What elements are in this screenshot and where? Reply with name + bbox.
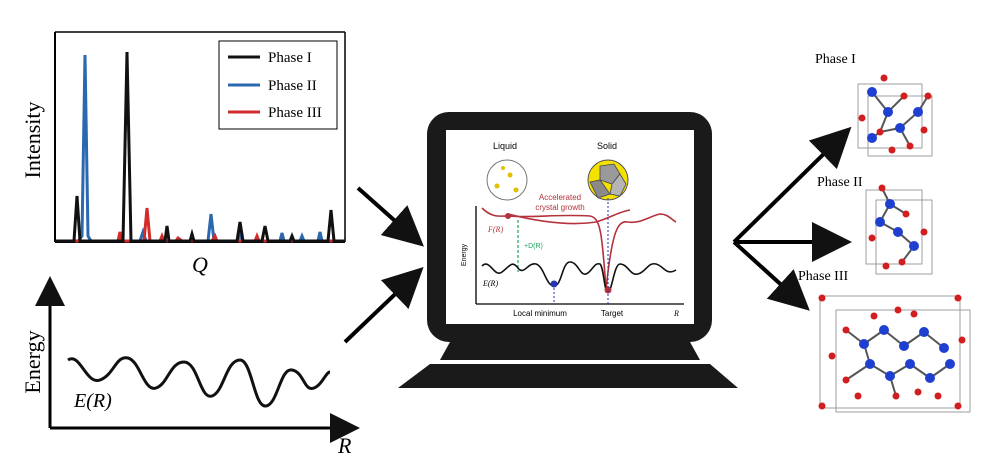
liquid-particle	[507, 172, 513, 178]
legend-label-phase3: Phase III	[268, 105, 322, 121]
landscape-curve-label: E(R)	[73, 390, 112, 412]
monitor-base	[398, 364, 738, 388]
phase3-label: Phase III	[798, 269, 848, 284]
phase3-structure: Phase III	[798, 269, 971, 413]
landscape-y-label: Energy	[20, 330, 45, 393]
screen-target-label: Target	[601, 309, 624, 318]
unit-cell-back	[835, 309, 971, 413]
xrd-legend-box	[218, 40, 338, 130]
landscape-curve	[67, 356, 331, 408]
screen-r-label: R	[673, 309, 679, 318]
screen-liquid-label: Liquid	[493, 141, 517, 151]
screen-annotation-line2: crystal growth	[535, 203, 584, 212]
screen-solid-label: Solid	[597, 141, 617, 151]
phase2-structure: Phase II	[817, 175, 933, 275]
free-energy-curve-upper	[507, 209, 631, 225]
unit-cell	[865, 189, 923, 265]
xrd-y-label: Intensity	[20, 102, 45, 179]
unit-cell	[819, 295, 961, 409]
arrow-to-phase1	[732, 126, 852, 244]
phase1-structure: Phase I	[815, 52, 933, 157]
screen-f-label: F(R)	[487, 225, 503, 234]
xrd-x-label: Q	[192, 252, 208, 277]
unit-cell-back	[875, 199, 933, 275]
liquid-particle	[513, 187, 519, 193]
liquid-circle	[486, 159, 528, 201]
energy-curve	[481, 261, 677, 293]
arrow-landscape-to-computer	[343, 266, 424, 344]
screen-annotation-line1: Accelerated	[539, 193, 581, 202]
unit-cell-back	[867, 95, 933, 157]
solid-grain	[609, 173, 627, 197]
arrow-xrd-to-computer	[356, 186, 424, 247]
monitor-neck	[440, 342, 700, 360]
local-minimum-marker	[550, 280, 558, 288]
liquid-particle	[494, 183, 500, 189]
landscape-x-label: R	[337, 433, 352, 458]
landscape-panel: Energy E(R) R	[20, 276, 360, 458]
screen-local-minimum-label: Local minimum	[513, 309, 567, 318]
solid-grain	[589, 179, 611, 199]
xrd-panel: Phase I Phase II Phase III Intensity Q	[20, 31, 346, 277]
xrd-series-phase1	[55, 51, 345, 243]
phase1-label: Phase I	[815, 52, 856, 67]
screen-d-label: +D(R)	[524, 243, 543, 250]
monitor-screen	[446, 130, 694, 324]
screen-energy-label: Energy	[461, 243, 468, 266]
legend-label-phase1: Phase I	[268, 50, 312, 66]
computer: Liquid Solid Accelerated crystal growth …	[398, 112, 738, 388]
phase2-label: Phase II	[817, 175, 863, 190]
screen-e-label: E(R)	[482, 279, 498, 288]
state-point-marker	[505, 213, 511, 219]
arrow-to-phase3	[732, 240, 810, 311]
legend-label-phase2: Phase II	[268, 78, 317, 94]
liquid-particle	[501, 166, 505, 170]
